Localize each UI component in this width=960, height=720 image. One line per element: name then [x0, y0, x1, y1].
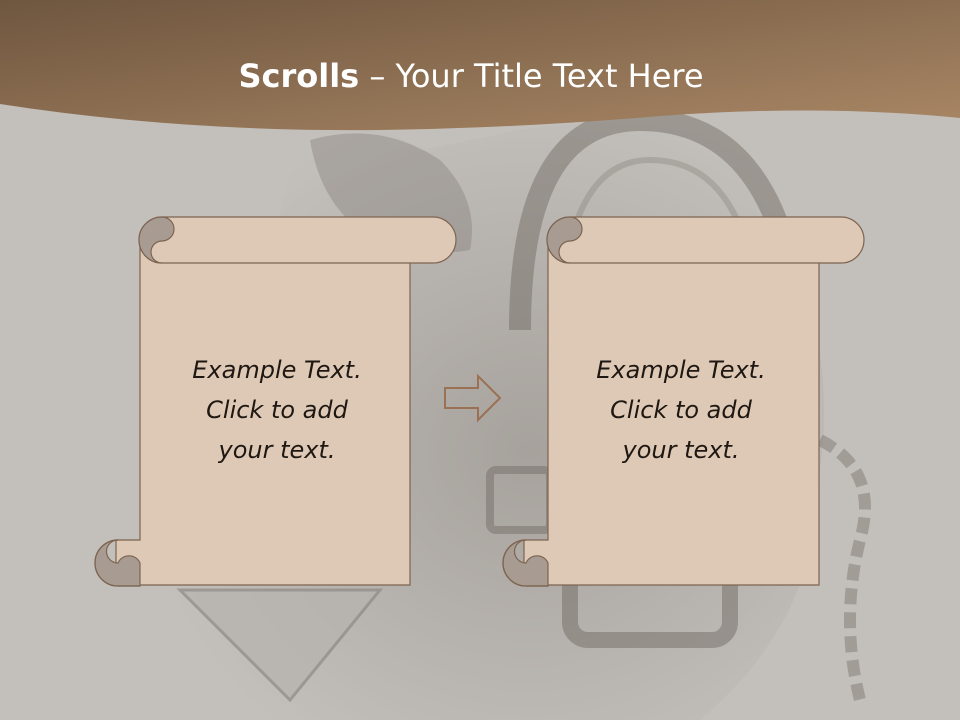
header-band — [0, 0, 960, 131]
scroll-left-text[interactable]: Example Text. Click to add your text. — [192, 356, 362, 464]
scroll-left-graphic — [94, 216, 457, 587]
slide-title[interactable]: Scrolls – Your Title Text Here — [0, 52, 942, 100]
scroll-right-graphic — [502, 216, 865, 587]
scroll-right-text[interactable]: Example Text. Click to add your text. — [596, 356, 766, 464]
title-rest-text: – Your Title Text Here — [369, 57, 704, 95]
title-bold-text: Scrolls — [238, 57, 360, 95]
